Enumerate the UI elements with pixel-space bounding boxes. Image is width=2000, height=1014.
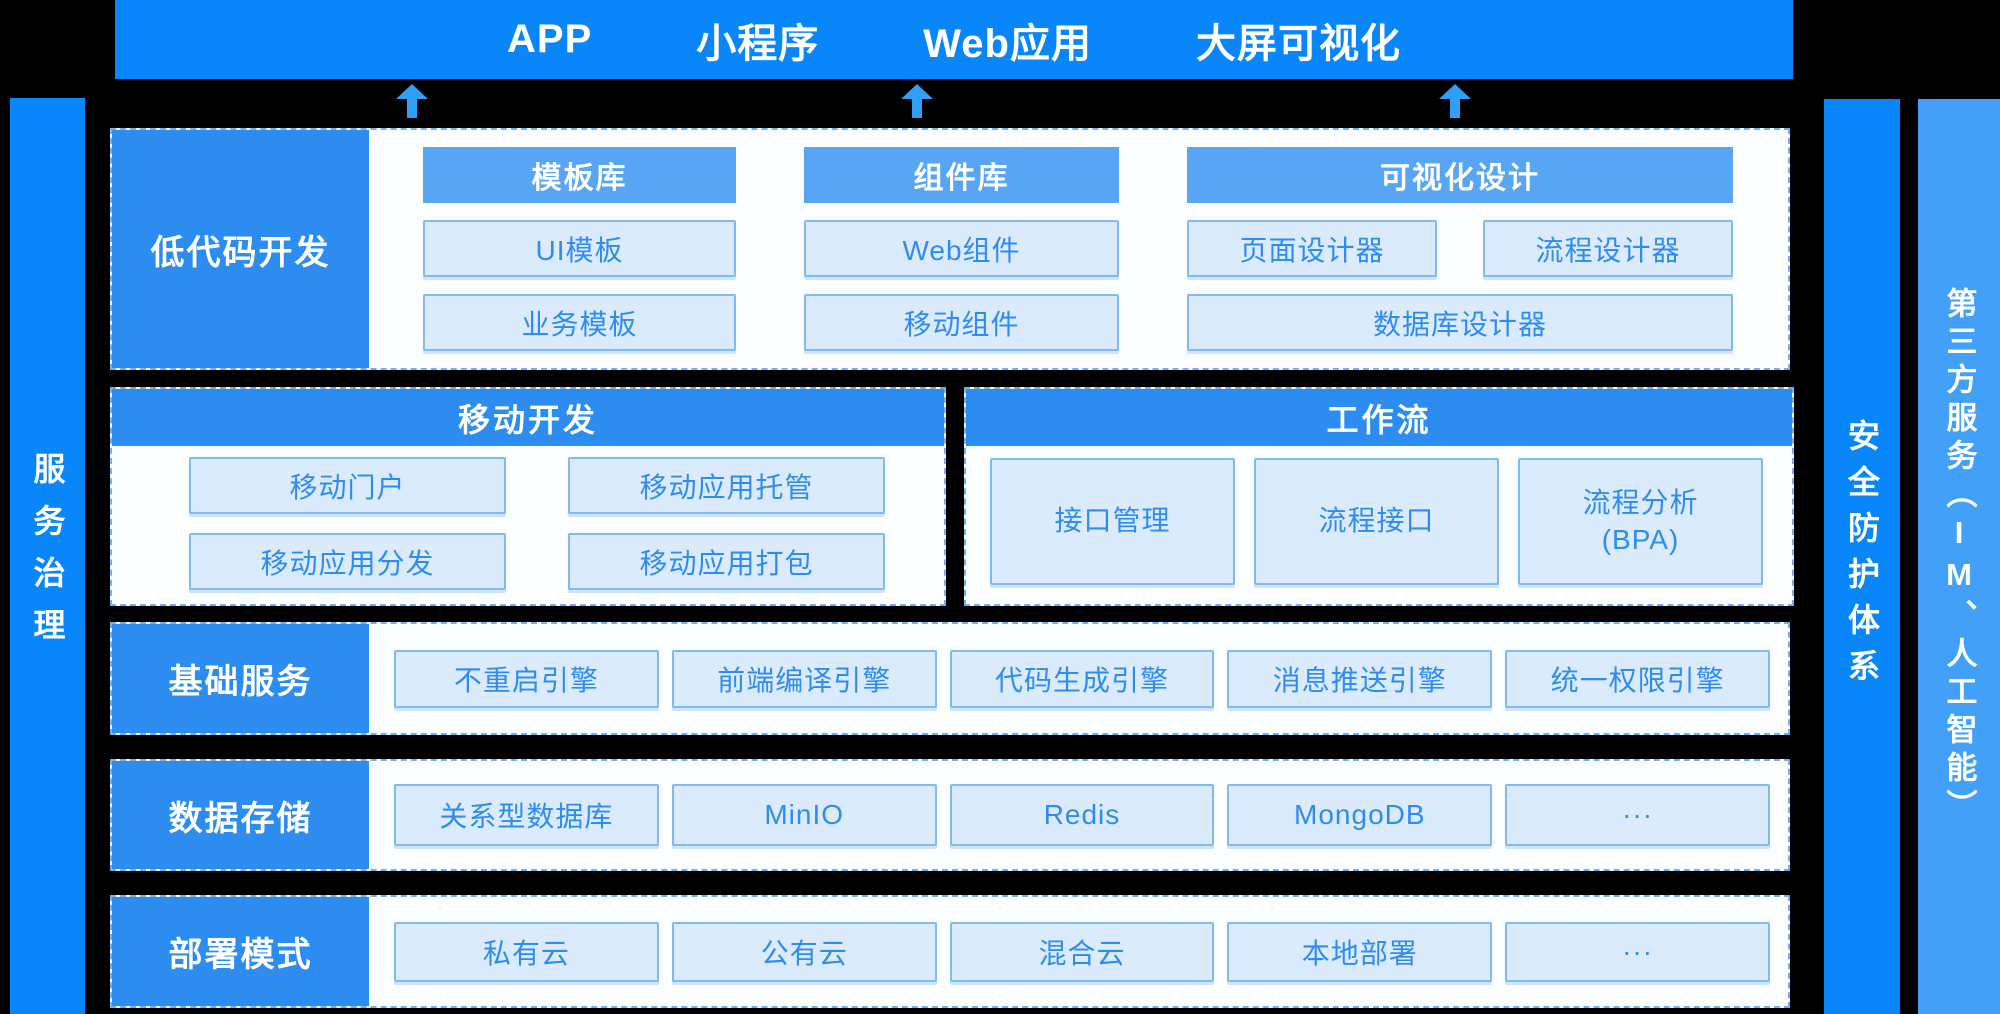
- row-basic-services: 基础服务 不重启引擎 前端编译引擎 代码生成引擎 消息推送引擎 统一权限引擎: [110, 622, 1790, 735]
- top-bar-item-bigscreen: 大屏可视化: [1195, 21, 1401, 66]
- cell-public-cloud: 公有云: [671, 921, 937, 982]
- cell-interface-management: 接口管理: [990, 458, 1235, 585]
- cell-code-generation-engine: 代码生成引擎: [949, 649, 1215, 708]
- basic-services-strip: 不重启引擎 前端编译引擎 代码生成引擎 消息推送引擎 统一权限引擎: [394, 624, 1770, 733]
- cell-page-designer: 页面设计器: [1187, 220, 1437, 277]
- panel-mobile-dev: 移动开发 移动门户 移动应用托管 移动应用分发 移动应用打包: [110, 387, 946, 606]
- cell-mobile-app-packaging: 移动应用打包: [568, 533, 885, 590]
- top-bar-item-web: Web应用: [923, 21, 1092, 66]
- visual-design-header: 可视化设计: [1187, 147, 1733, 203]
- cell-hybrid-cloud: 混合云: [949, 921, 1215, 982]
- top-bar-item-miniprogram: 小程序: [696, 21, 820, 66]
- third-party-latin: IM: [1941, 514, 1977, 599]
- up-arrow-icon: [1439, 84, 1471, 118]
- top-bar: APP 小程序 Web应用 大屏可视化: [115, 0, 1793, 79]
- template-lib-column: 模板库 UI模板 业务模板: [423, 147, 736, 351]
- cell-mongodb: MongoDB: [1227, 784, 1493, 846]
- component-lib-header: 组件库: [804, 147, 1119, 203]
- cell-frontend-compile-engine: 前端编译引擎: [671, 649, 937, 708]
- cell-process-interface: 流程接口: [1254, 458, 1499, 585]
- panel-workflow: 工作流 接口管理 流程接口 流程分析 (BPA): [964, 387, 1794, 606]
- row-data-storage: 数据存储 关系型数据库 MinIO Redis MongoDB ···: [110, 759, 1790, 871]
- row-deployment: 部署模式 私有云 公有云 混合云 本地部署 ···: [110, 895, 1790, 1008]
- cell-no-restart-engine: 不重启引擎: [394, 649, 659, 708]
- component-lib-column: 组件库 Web组件 移动组件: [804, 147, 1119, 351]
- row-label-low-code: 低代码开发: [112, 130, 369, 368]
- visual-design-column: 可视化设计 页面设计器 流程设计器 数据库设计器: [1187, 147, 1733, 351]
- row-label-data-storage: 数据存储: [112, 761, 369, 869]
- cell-storage-more: ···: [1505, 784, 1770, 846]
- row-low-code: 低代码开发 模板库 UI模板 业务模板 组件库 Web组件 移动组件 可视化设计…: [110, 128, 1790, 370]
- cell-redis: Redis: [949, 784, 1215, 846]
- cell-mobile-component: 移动组件: [804, 294, 1119, 351]
- cell-private-cloud: 私有云: [394, 921, 659, 982]
- visual-design-pair: 页面设计器 流程设计器: [1187, 220, 1733, 277]
- cell-mobile-app-distribution: 移动应用分发: [189, 533, 506, 590]
- data-storage-strip: 关系型数据库 MinIO Redis MongoDB ···: [394, 761, 1770, 869]
- process-analysis-line2: (BPA): [1601, 523, 1680, 555]
- deployment-strip: 私有云 公有云 混合云 本地部署 ···: [394, 897, 1770, 1006]
- cell-web-component: Web组件: [804, 220, 1119, 277]
- row-label-deployment: 部署模式: [112, 897, 369, 1006]
- cell-database-designer: 数据库设计器: [1187, 294, 1733, 351]
- row-label-basic-services: 基础服务: [112, 624, 369, 733]
- process-analysis-line1: 流程分析: [1582, 487, 1699, 519]
- cell-ui-template: UI模板: [423, 220, 736, 277]
- cell-minio: MinIO: [671, 784, 937, 846]
- cell-flow-designer: 流程设计器: [1483, 220, 1733, 277]
- service-governance-bar: 服务治理: [10, 98, 85, 1014]
- template-lib-header: 模板库: [423, 147, 736, 203]
- service-governance-label: 服务治理: [29, 452, 66, 660]
- cell-process-analysis-bpa: 流程分析 (BPA): [1518, 458, 1763, 585]
- up-arrow-icon: [901, 84, 933, 118]
- security-protection-bar: 安全防护体系: [1824, 99, 1900, 1014]
- workflow-body: 接口管理 流程接口 流程分析 (BPA): [966, 458, 1792, 585]
- cell-mobile-portal: 移动门户: [189, 457, 506, 514]
- third-party-services-bar: 第三方服务（IM、人工智能）: [1918, 99, 2000, 1014]
- security-protection-label: 安全防护体系: [1844, 418, 1880, 695]
- third-party-services-label: 第三方服务（IM、人工智能）: [1941, 286, 1977, 827]
- third-party-prefix: 第三方服务（: [1941, 286, 1977, 515]
- third-party-suffix: 、人工智能）: [1941, 598, 1977, 827]
- top-bar-item-app: APP: [507, 17, 593, 61]
- workflow-header: 工作流: [966, 389, 1792, 446]
- cell-business-template: 业务模板: [423, 294, 736, 351]
- cell-unified-permission-engine: 统一权限引擎: [1505, 649, 1770, 708]
- up-arrow-icon: [396, 84, 428, 118]
- cell-local-deployment: 本地部署: [1227, 921, 1493, 982]
- cell-message-push-engine: 消息推送引擎: [1227, 649, 1493, 708]
- mobile-dev-header: 移动开发: [112, 389, 944, 446]
- cell-deployment-more: ···: [1505, 921, 1770, 982]
- cell-mobile-app-hosting: 移动应用托管: [568, 457, 885, 514]
- cell-relational-database: 关系型数据库: [394, 784, 659, 846]
